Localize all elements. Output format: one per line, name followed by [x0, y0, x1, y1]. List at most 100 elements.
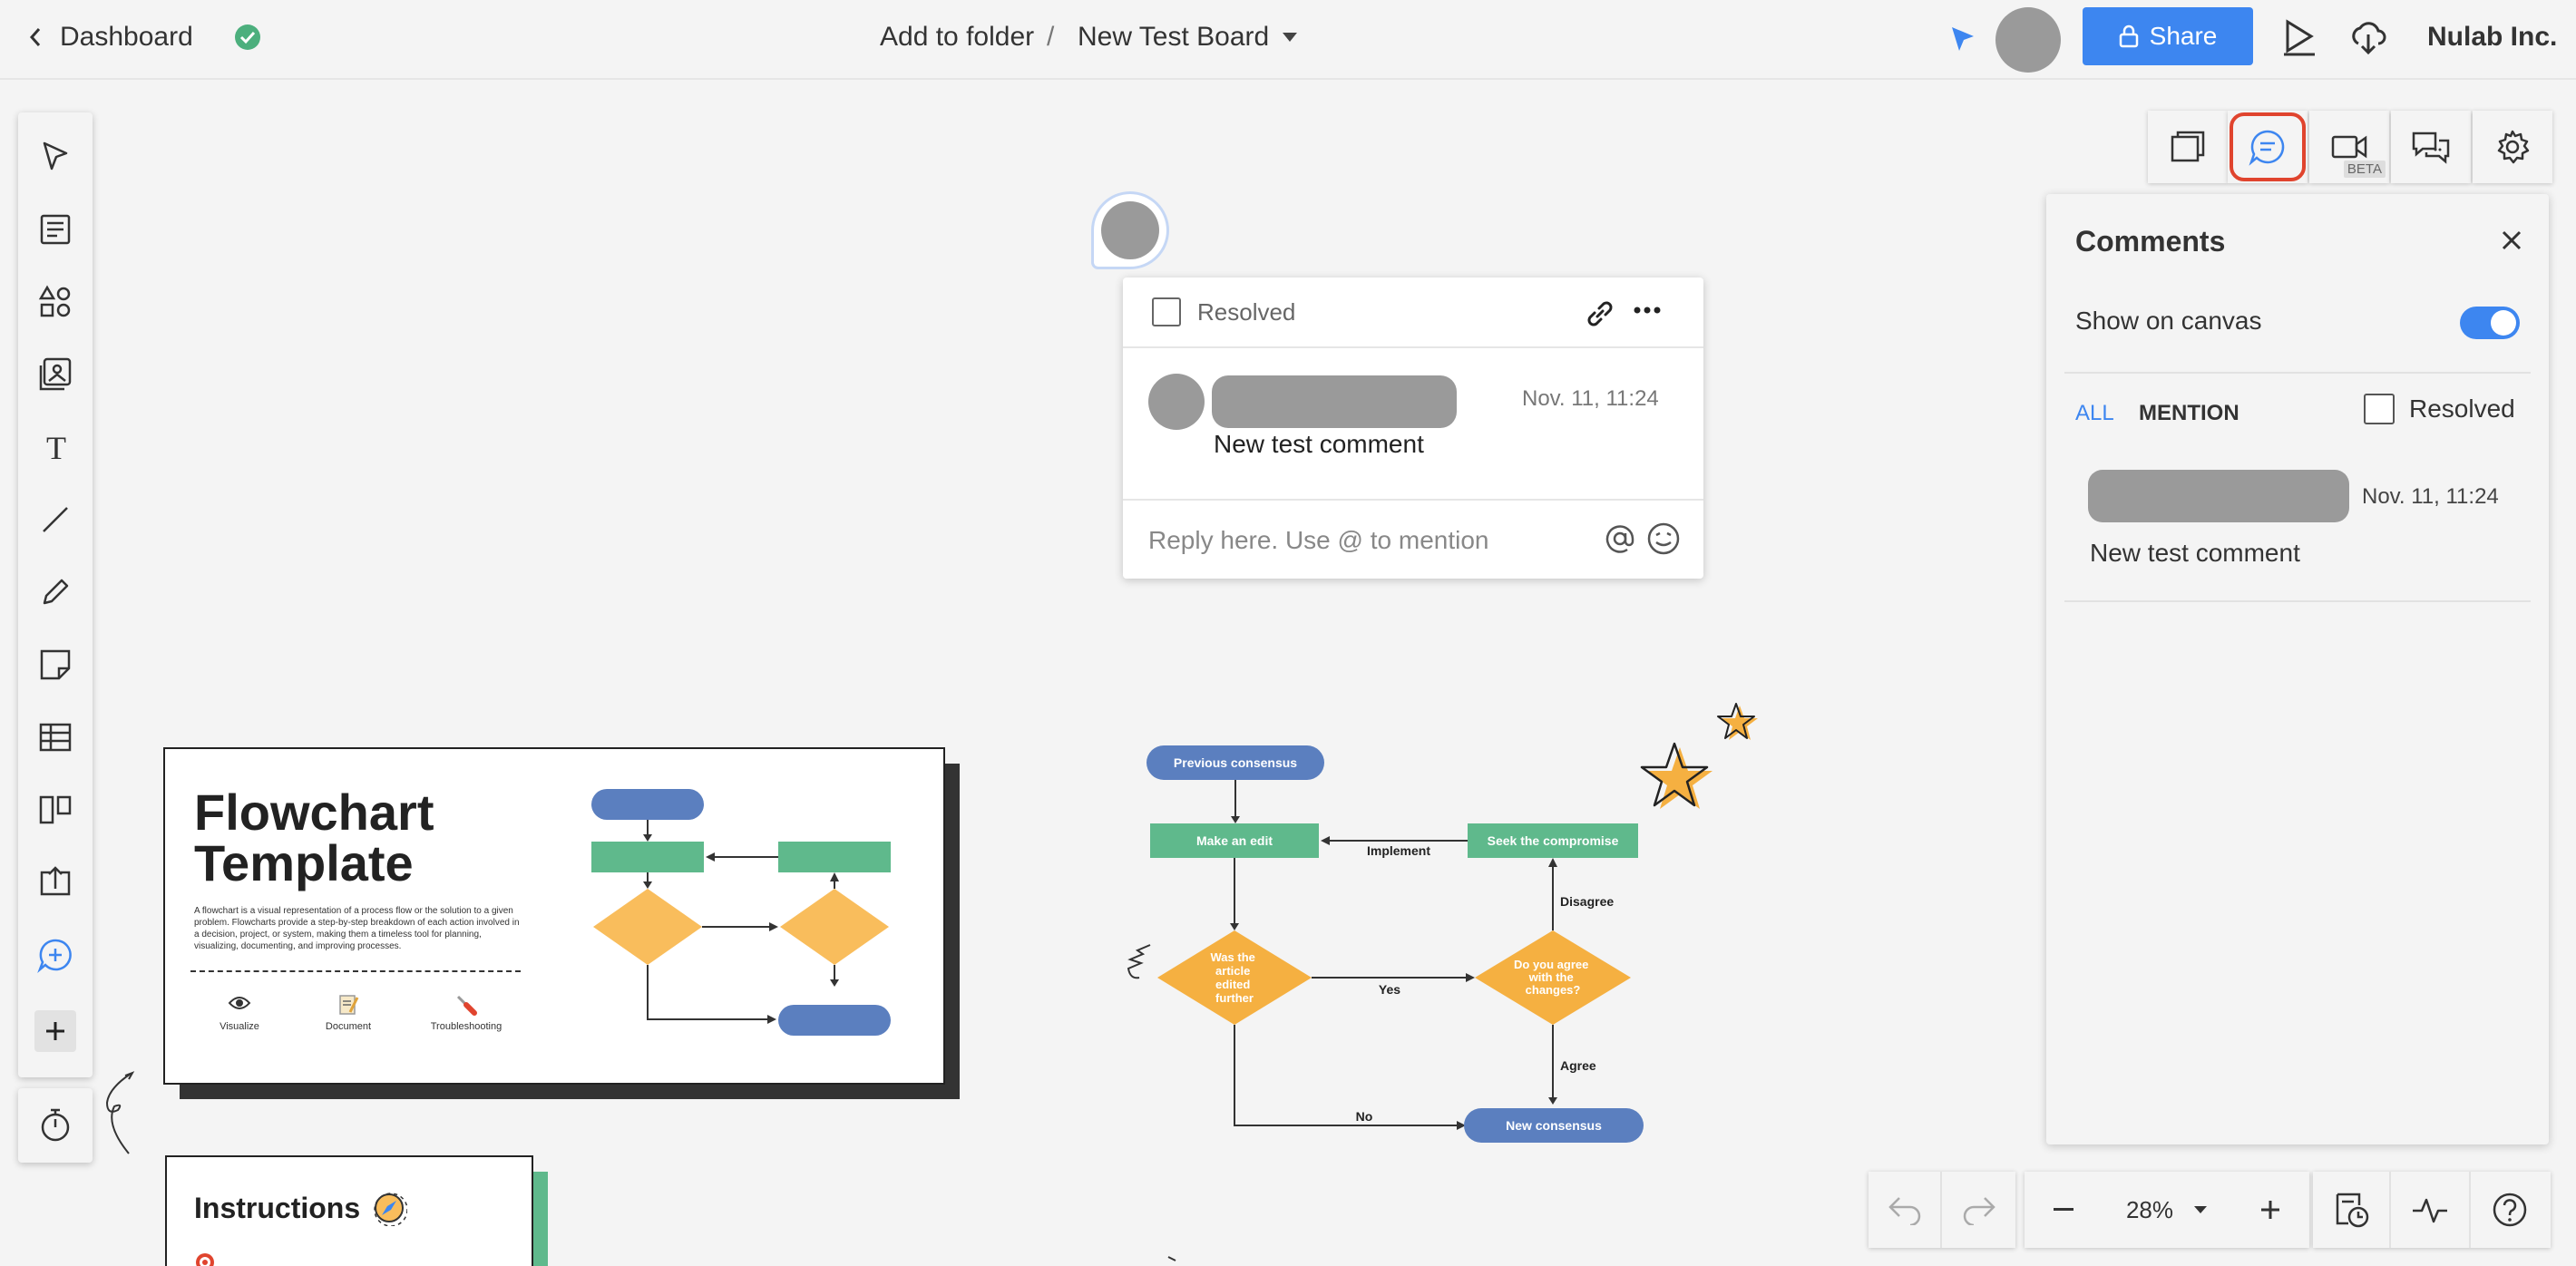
image-stack-icon — [39, 357, 72, 391]
template-description: A flowchart is a visual representation o… — [194, 906, 520, 951]
resolved-checkbox[interactable] — [1152, 297, 1181, 326]
close-icon[interactable] — [2500, 229, 2523, 252]
tab-all[interactable]: ALL — [2075, 401, 2114, 425]
shapes-icon — [38, 285, 71, 317]
zoom-level-dropdown[interactable]: 28% — [2103, 1172, 2231, 1248]
divider — [1123, 499, 1703, 501]
export-tool[interactable] — [18, 851, 93, 914]
pen-tool[interactable] — [18, 560, 93, 624]
comment-pin[interactable] — [1094, 194, 1166, 267]
more-options-icon[interactable] — [1633, 305, 1662, 316]
present-play-icon[interactable] — [2280, 18, 2317, 58]
undo-button[interactable] — [1869, 1172, 1942, 1248]
star-sticker-large[interactable] — [1640, 742, 1716, 818]
resolved-checkbox-row[interactable]: Resolved — [1152, 297, 1295, 326]
share-button[interactable]: Share — [2083, 7, 2253, 65]
timer-tool[interactable] — [18, 1088, 93, 1163]
select-tool[interactable] — [18, 125, 93, 189]
download-cloud-icon[interactable] — [2347, 16, 2389, 58]
node-seek-compromise[interactable] — [1468, 823, 1638, 858]
target-icon — [196, 1253, 214, 1266]
memo-icon — [339, 995, 359, 1015]
emoji-icon[interactable] — [1645, 521, 1682, 557]
text-tool[interactable]: T — [18, 415, 93, 479]
dashboard-label: Dashboard — [60, 22, 193, 52]
history-button[interactable] — [2313, 1172, 2391, 1248]
user-avatar[interactable] — [1995, 7, 2061, 73]
saved-check-icon — [235, 24, 260, 50]
cursor-icon[interactable] — [1947, 24, 1977, 54]
layers-button[interactable] — [2148, 111, 2228, 183]
node-previous-consensus[interactable] — [1147, 745, 1324, 780]
activity-button[interactable] — [2391, 1172, 2471, 1248]
resolved-filter[interactable]: Resolved — [2364, 394, 2515, 424]
shapes-tool[interactable] — [18, 270, 93, 334]
video-call-button[interactable]: BETA — [2309, 111, 2389, 183]
redo-icon — [1963, 1197, 1995, 1225]
gear-icon — [2497, 130, 2530, 164]
star-sticker-small[interactable] — [1716, 702, 1760, 745]
reply-input[interactable]: Reply here. Use @ to mention — [1148, 526, 1489, 554]
instructions-card[interactable]: Instructions — [165, 1155, 533, 1266]
history-clock-icon — [2336, 1193, 2369, 1228]
edge-yes: Yes — [1379, 982, 1400, 997]
comment-list-item[interactable]: Nov. 11, 11:24 New test comment — [2046, 463, 2549, 599]
flowchart-template-card[interactable]: Flowchart Template A flowchart is a visu… — [163, 747, 945, 1085]
edge-disagree: Disagree — [1560, 894, 1614, 909]
zoom-out-button[interactable] — [2025, 1172, 2103, 1248]
redo-button[interactable] — [1942, 1172, 2015, 1248]
show-on-canvas-toggle[interactable] — [2460, 307, 2520, 339]
comments-button[interactable] — [2228, 111, 2308, 183]
tab-mention[interactable]: MENTION — [2139, 401, 2239, 425]
sticky-note-tool[interactable] — [18, 633, 93, 696]
plus-icon — [2261, 1201, 2279, 1219]
resolved-filter-checkbox[interactable] — [2364, 394, 2395, 424]
caret-down-icon — [1283, 33, 1298, 42]
document-label: Document — [325, 1021, 372, 1032]
more-tools-button[interactable] — [18, 999, 93, 1063]
resolved-label: Resolved — [1197, 297, 1296, 326]
minus-icon — [2054, 1208, 2073, 1211]
line-tool[interactable] — [18, 488, 93, 551]
zoom-in-button[interactable] — [2231, 1172, 2309, 1248]
doodle-curl — [105, 1071, 135, 1154]
svg-text:T: T — [46, 431, 66, 463]
add-comment-tool[interactable] — [18, 923, 93, 987]
toggle-knob — [2491, 310, 2516, 336]
comments-panel: Comments Show on canvas ALL MENTION Reso… — [2046, 194, 2549, 1144]
edge-agree: Agree — [1560, 1058, 1596, 1073]
mention-at-icon[interactable] — [1602, 521, 1638, 557]
template-divider — [190, 970, 521, 972]
instructions-header: Instructions — [194, 1190, 408, 1226]
help-button[interactable] — [2471, 1172, 2549, 1248]
node-was-edited-label: Was the article edited further — [1211, 950, 1259, 1005]
visualize-label: Visualize — [220, 1021, 259, 1032]
organization-name[interactable]: Nulab Inc. — [2427, 22, 2558, 52]
table-tool[interactable] — [18, 706, 93, 769]
template-icon — [40, 214, 71, 245]
add-to-folder-link[interactable]: Add to folder — [880, 22, 1035, 52]
link-icon[interactable] — [1582, 296, 1618, 332]
lock-icon — [2119, 24, 2138, 48]
back-to-dashboard[interactable]: Dashboard — [27, 22, 193, 53]
node-make-edit[interactable] — [1150, 823, 1319, 858]
node-seek-label: Seek the compromise — [1488, 833, 1619, 848]
board-title-dropdown[interactable]: New Test Board — [1078, 22, 1298, 53]
template-tool[interactable] — [18, 198, 93, 261]
troubleshooting-label: Troubleshooting — [430, 1021, 503, 1032]
chat-button[interactable] — [2391, 111, 2471, 183]
board-title: New Test Board — [1078, 22, 1270, 52]
troubleshooting-item: Troubleshooting — [412, 994, 521, 1032]
comment-add-icon — [37, 939, 72, 973]
template-title-line2: Template — [194, 834, 414, 891]
kanban-tool[interactable] — [18, 778, 93, 842]
discussion-flowchart[interactable]: Previous consensus Make an edit Seek the… — [1125, 740, 1778, 1152]
image-upload-tool[interactable] — [18, 343, 93, 406]
settings-button[interactable] — [2473, 111, 2552, 183]
visualize-item: Visualize — [194, 994, 285, 1032]
node-agree-question[interactable] — [1475, 930, 1631, 1025]
node-was-edited[interactable] — [1157, 930, 1312, 1025]
activity-pulse-icon — [2413, 1198, 2447, 1223]
node-new-consensus[interactable] — [1464, 1108, 1644, 1143]
plus-icon — [46, 1022, 64, 1040]
